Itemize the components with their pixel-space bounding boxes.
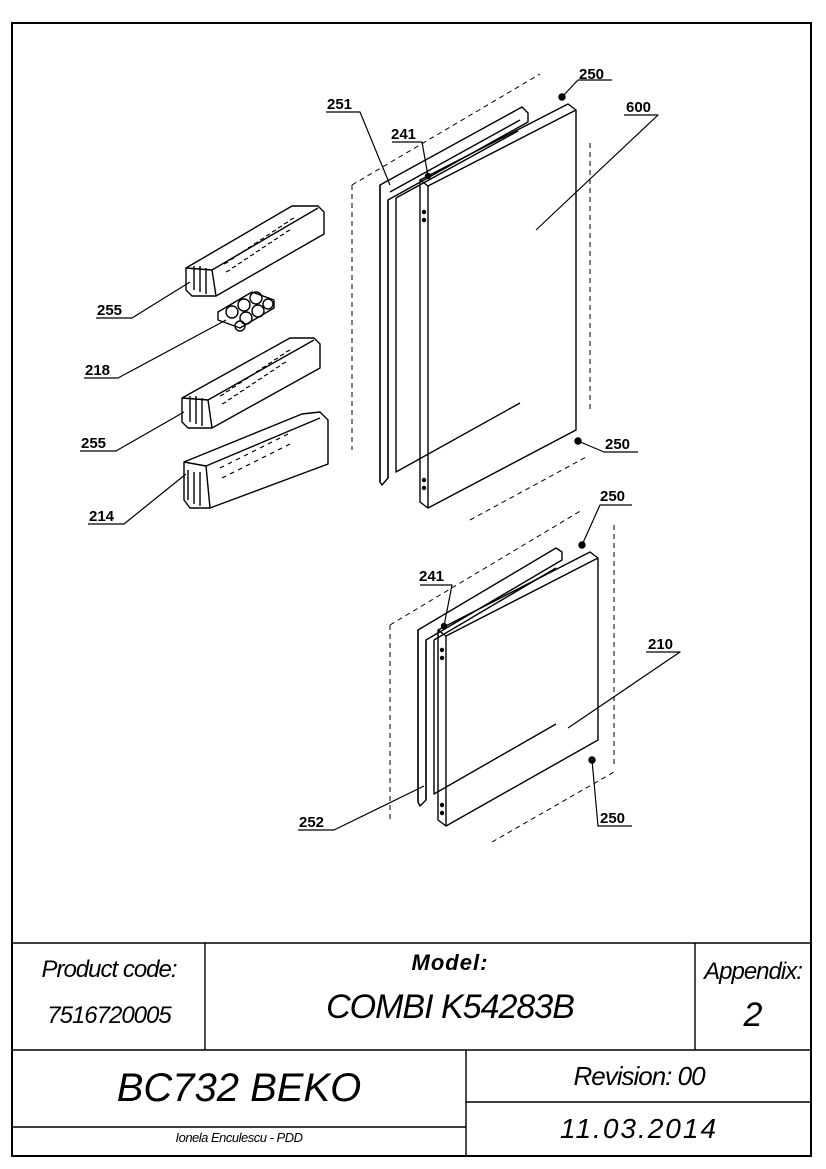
appendix-label: Appendix: (704, 958, 803, 985)
lower-door-gasket-252 (417, 547, 563, 807)
revision: Revision: 00 (573, 1061, 705, 1091)
callout-250-bottom: 250 (600, 810, 625, 827)
date: 11.03.2014 (559, 1113, 719, 1144)
callout-250-mid: 250 (605, 436, 630, 453)
callout-210: 210 (648, 636, 673, 653)
callout-labels: 250 251 241 600 255 218 255 214 250 250 … (81, 66, 673, 831)
upper-door-panel-600 (419, 103, 577, 509)
callout-600: 600 (626, 99, 651, 116)
model-label: Model: (411, 950, 489, 975)
title-block-lines (12, 942, 811, 1156)
product-code-value: 7516720005 (47, 1002, 171, 1029)
lower-door-panel-210 (437, 551, 599, 827)
lower-door-dashed-envelope (389, 509, 615, 843)
callout-252: 252 (299, 814, 324, 831)
callout-255-lower: 255 (81, 435, 106, 452)
door-shelf-255-lower (181, 337, 321, 429)
drawing-frame (11, 22, 812, 1157)
callout-250-top: 250 (579, 66, 604, 83)
series-title: BC732 BEKO (116, 1066, 362, 1110)
bottle-shelf-214 (183, 411, 329, 509)
product-code-label: Product code: (41, 956, 177, 983)
callout-214: 214 (89, 508, 115, 525)
callout-218: 218 (85, 362, 110, 379)
callout-250-lower-top: 250 (600, 488, 625, 505)
callout-255-upper: 255 (97, 302, 122, 319)
callout-241-lower: 241 (419, 568, 444, 585)
author: Ionela Enculescu - PDD (175, 1130, 303, 1145)
appendix-value: 2 (743, 996, 763, 1034)
egg-tray-218 (217, 291, 275, 332)
leader-lines (80, 79, 681, 831)
model-value: COMBI K54283B (326, 988, 575, 1026)
callout-241-upper: 241 (391, 126, 416, 143)
door-shelf-255-upper (185, 205, 325, 297)
callout-251: 251 (327, 96, 352, 113)
upper-door-gasket-251 (379, 106, 529, 486)
upper-door-dashed-envelope (351, 73, 591, 521)
